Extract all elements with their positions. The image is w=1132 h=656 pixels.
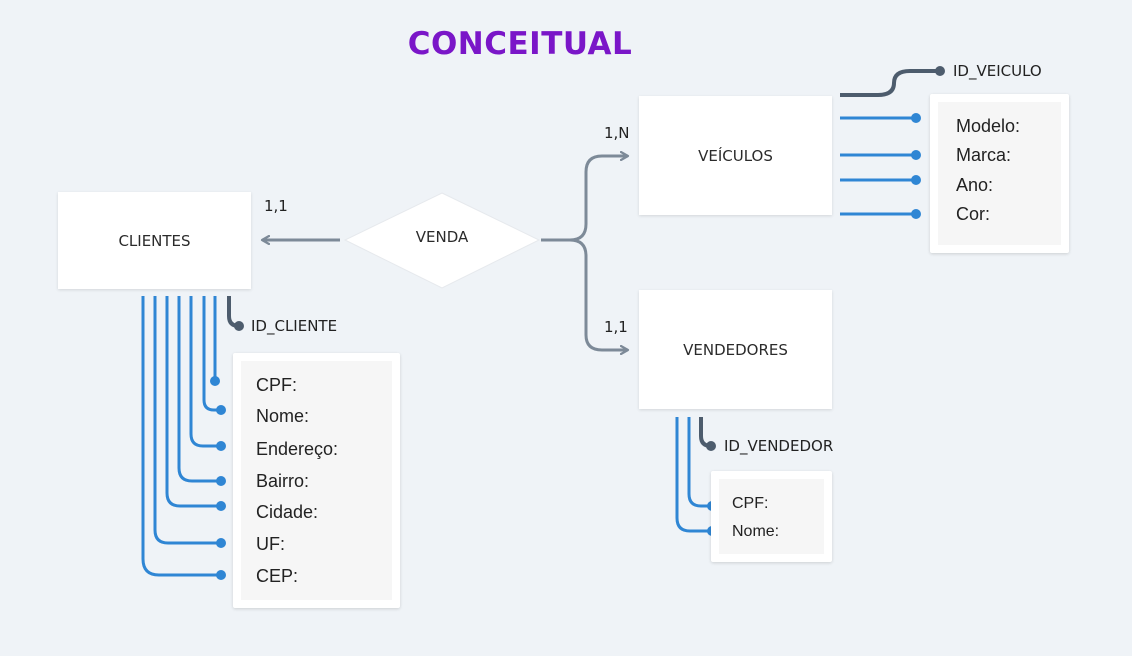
key-label-veiculo: ID_VEICULO bbox=[953, 62, 1042, 80]
cardinality-veiculos: 1,N bbox=[604, 124, 630, 142]
attr-line-bairro bbox=[177, 296, 221, 483]
key-label-cliente: ID_CLIENTE bbox=[251, 317, 338, 335]
attribute-card-veiculos: Modelo: Marca: Ano: Cor: bbox=[930, 94, 1069, 253]
attribute-card-vendedores: CPF: Nome: bbox=[711, 471, 832, 562]
attr-veiculos-modelo: Modelo: bbox=[956, 116, 1021, 136]
key-dot-cliente bbox=[234, 321, 244, 331]
attr-clientes-endereco: Endereço: bbox=[256, 439, 339, 459]
attr-clientes-bairro: Bairro: bbox=[256, 471, 310, 491]
relation-line-vendedores bbox=[541, 238, 628, 350]
cardinality-clientes: 1,1 bbox=[264, 197, 288, 215]
attr-clientes-cep: CEP: bbox=[256, 566, 299, 586]
attr-clientes-uf: UF: bbox=[256, 534, 285, 554]
attr-clientes-nome: Nome: bbox=[256, 406, 310, 426]
attr-veiculos-ano: Ano: bbox=[956, 175, 994, 195]
attr-veiculos-cor: Cor: bbox=[956, 204, 991, 224]
cardinality-vendedores: 1,1 bbox=[604, 318, 628, 336]
key-dot-vendedor bbox=[706, 441, 716, 451]
entity-veiculos-label: VEÍCULOS bbox=[698, 146, 773, 165]
attr-veiculos-marca: Marca: bbox=[956, 145, 1012, 165]
entity-clientes-label: CLIENTES bbox=[118, 231, 191, 250]
attr-line-nome bbox=[202, 296, 221, 412]
relationship-label: VENDA bbox=[415, 228, 469, 246]
entity-vendedores-label: VENDEDORES bbox=[683, 340, 788, 359]
attr-clientes-cpf: CPF: bbox=[256, 375, 298, 395]
attr-line-cidade bbox=[165, 296, 221, 508]
relation-line-veiculos bbox=[541, 156, 628, 242]
attr-line-cep bbox=[141, 296, 221, 577]
key-dot-veiculo bbox=[935, 66, 945, 76]
diagram-title: CONCEITUAL bbox=[407, 26, 633, 62]
entity-veiculos[interactable]: VEÍCULOS bbox=[639, 96, 832, 215]
relationship-diamond bbox=[343, 192, 541, 289]
key-label-vendedor: ID_VENDEDOR bbox=[724, 437, 834, 455]
attr-vendedores-cpf: CPF: bbox=[732, 495, 769, 512]
key-line-veiculo bbox=[840, 69, 940, 97]
attribute-card-clientes: CPF: Nome: Endereço: Bairro: Cidade: UF:… bbox=[233, 353, 400, 608]
attr-line-uf bbox=[153, 296, 221, 545]
entity-clientes[interactable]: CLIENTES bbox=[58, 192, 251, 289]
entity-vendedores[interactable]: VENDEDORES bbox=[639, 290, 832, 409]
attr-line-endereco bbox=[189, 296, 221, 448]
attr-vendedores-nome: Nome: bbox=[732, 523, 780, 540]
attr-clientes-cidade: Cidade: bbox=[256, 502, 319, 522]
